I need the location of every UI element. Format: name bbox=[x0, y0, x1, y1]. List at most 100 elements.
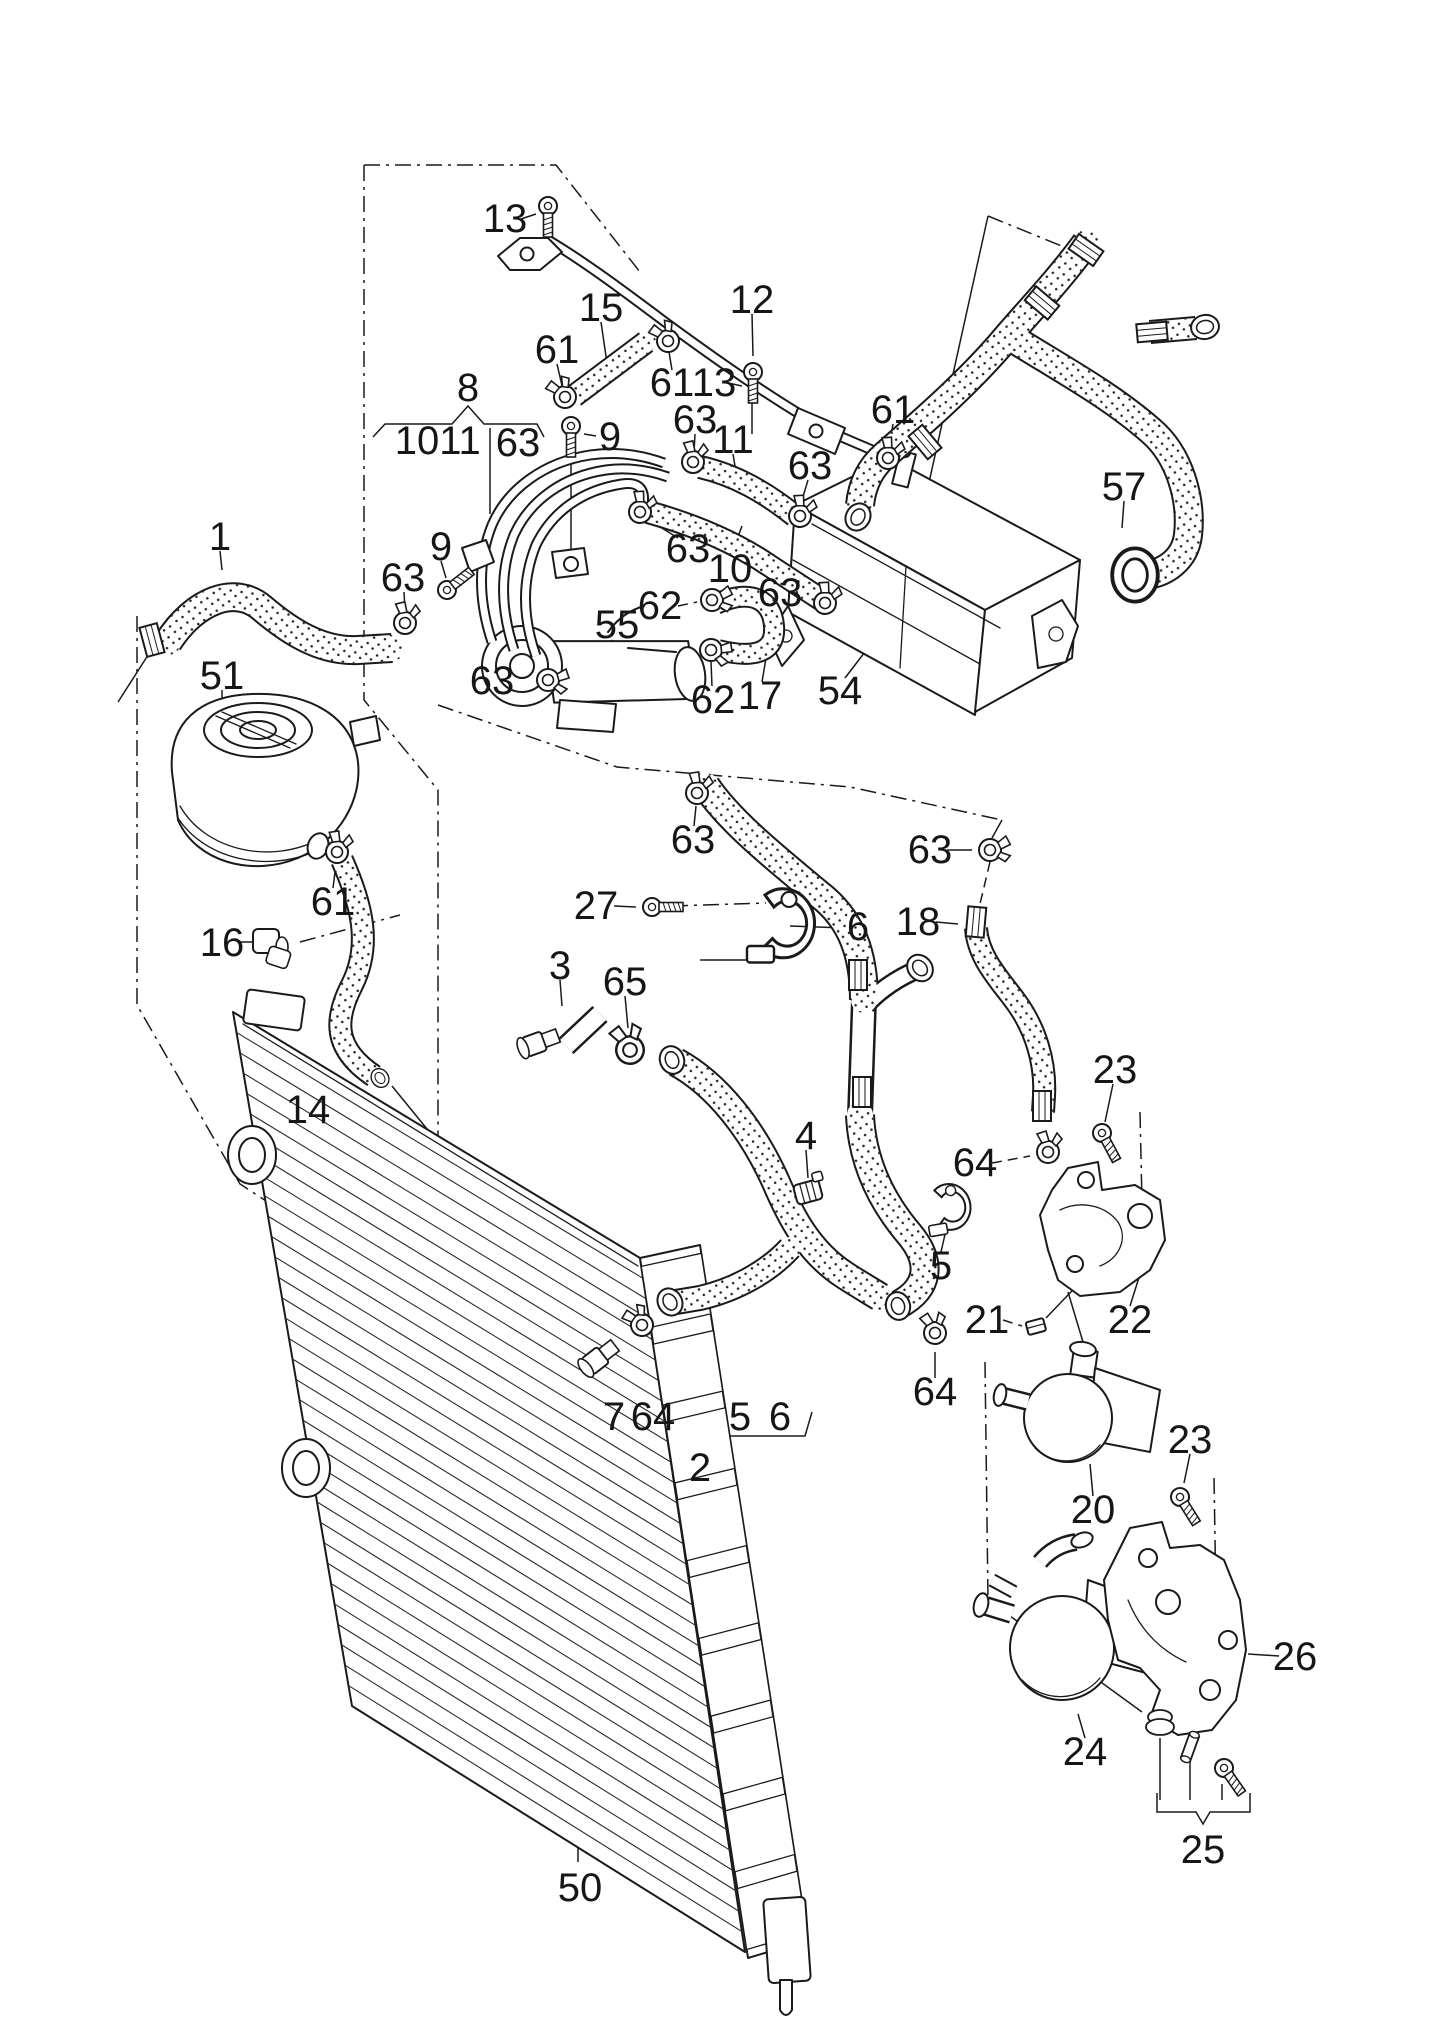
cooler-right-bracket bbox=[1031, 599, 1079, 669]
part-label-18: 18 bbox=[896, 900, 941, 944]
part-label-63: 63 bbox=[496, 421, 541, 465]
part-label-16: 16 bbox=[200, 921, 245, 965]
part-label-7: 7 bbox=[603, 1395, 625, 1439]
clamp-icon bbox=[392, 600, 422, 637]
leader-line bbox=[978, 861, 991, 909]
part-label-26: 26 bbox=[1273, 1635, 1318, 1679]
part-label-55: 55 bbox=[595, 603, 640, 647]
band-icon bbox=[852, 1076, 872, 1108]
part-label-61: 61 bbox=[535, 328, 580, 372]
band-icon bbox=[964, 905, 988, 939]
leader-line bbox=[1104, 1083, 1114, 1123]
part-label-24: 24 bbox=[1063, 1730, 1108, 1774]
coolant-pipes bbox=[461, 235, 875, 658]
hose-14 bbox=[328, 850, 384, 1086]
leader-line bbox=[991, 819, 1003, 839]
leader-line bbox=[1139, 1111, 1144, 1249]
part-label-17: 17 bbox=[738, 674, 783, 718]
screw-icon bbox=[1210, 1754, 1251, 1800]
leader-line bbox=[991, 1155, 1031, 1164]
hose-2-assembly bbox=[663, 773, 940, 1319]
part-label-22: 22 bbox=[1108, 1298, 1153, 1342]
leader-line bbox=[1183, 1453, 1191, 1484]
part-label-5: 5 bbox=[930, 1244, 952, 1288]
radiator-fins bbox=[236, 1031, 743, 1933]
leader-line bbox=[805, 1149, 809, 1179]
part-label-9: 9 bbox=[430, 525, 452, 569]
holder-icon bbox=[745, 887, 817, 964]
leader-line bbox=[624, 995, 629, 1029]
part-label-2: 2 bbox=[689, 1446, 711, 1490]
leader-line bbox=[613, 905, 637, 908]
part-label-62: 62 bbox=[691, 678, 736, 722]
leader-line bbox=[437, 704, 1003, 821]
part-label-27: 27 bbox=[574, 884, 619, 928]
clamp-icon bbox=[976, 834, 1015, 867]
part-label-1: 1 bbox=[209, 515, 231, 559]
part-label-63: 63 bbox=[673, 398, 718, 442]
part-label-6: 6 bbox=[769, 1395, 791, 1439]
leader-line bbox=[751, 313, 754, 357]
part-label-63: 63 bbox=[381, 556, 426, 600]
connector-icon bbox=[513, 1024, 563, 1062]
clamp-icon bbox=[606, 1018, 653, 1069]
part-label-64: 64 bbox=[953, 1141, 998, 1185]
leader-line bbox=[1121, 500, 1125, 529]
part-label-14: 14 bbox=[286, 1088, 331, 1132]
radiator bbox=[227, 988, 812, 2016]
hose-18 bbox=[964, 918, 1057, 1122]
pipe-bracket-tab bbox=[461, 539, 495, 573]
part-label-9: 9 bbox=[599, 415, 621, 459]
part-label-23: 23 bbox=[1093, 1048, 1138, 1092]
part-label-23: 23 bbox=[1168, 1418, 1213, 1462]
screw-icon bbox=[1088, 1119, 1126, 1166]
expansion-tank bbox=[170, 692, 381, 868]
leader-line bbox=[559, 979, 563, 1007]
part-label-50: 50 bbox=[558, 1866, 603, 1910]
part-label-21: 21 bbox=[965, 1298, 1010, 1342]
auxiliary-pump-20 bbox=[992, 1340, 1161, 1463]
coolant-hoses bbox=[155, 230, 1206, 1319]
part-label-51: 51 bbox=[200, 654, 245, 698]
hose-11 bbox=[690, 455, 805, 526]
part-label-57: 57 bbox=[1102, 465, 1147, 509]
screw-icon bbox=[561, 416, 581, 458]
part-label-64: 64 bbox=[913, 1370, 958, 1414]
part-label-5: 5 bbox=[729, 1395, 751, 1439]
part-label-25: 25 bbox=[1181, 1828, 1226, 1872]
leader-line bbox=[1002, 1319, 1023, 1327]
leader-line bbox=[710, 661, 713, 687]
screw-icon bbox=[433, 562, 478, 604]
part-label-6: 6 bbox=[847, 905, 869, 949]
grommet-icon bbox=[1145, 1709, 1175, 1736]
leader-line bbox=[1156, 1793, 1251, 1826]
hose-3-elbow bbox=[558, 1005, 608, 1055]
part-label-3: 3 bbox=[549, 944, 571, 988]
radiator-port-upper bbox=[227, 1125, 277, 1185]
screw-icon bbox=[642, 897, 684, 917]
leader-line bbox=[1077, 1713, 1086, 1739]
leader-line bbox=[363, 165, 439, 1143]
pump-bracket-26 bbox=[1103, 1521, 1247, 1736]
part-label-11: 11 bbox=[712, 418, 754, 462]
leader-line bbox=[984, 1361, 989, 1601]
leader-line bbox=[668, 351, 673, 371]
part-label-4: 4 bbox=[795, 1114, 817, 1158]
screw-icon bbox=[538, 196, 558, 238]
clamp-icon bbox=[1036, 1130, 1063, 1164]
leader-line bbox=[364, 164, 641, 273]
band-icon bbox=[848, 959, 868, 991]
part-label-63: 63 bbox=[671, 818, 716, 862]
part-label-63: 63 bbox=[758, 571, 803, 615]
part-label-63: 63 bbox=[666, 527, 711, 571]
leader-line bbox=[761, 657, 767, 683]
wormclamp-icon bbox=[790, 1169, 829, 1207]
part-label-13: 13 bbox=[483, 197, 528, 241]
leader-line bbox=[1089, 1463, 1094, 1497]
clip-icon bbox=[1024, 1316, 1048, 1337]
part-label-64: 64 bbox=[631, 1395, 676, 1439]
leader-line bbox=[935, 921, 959, 925]
leader-line bbox=[677, 601, 698, 607]
